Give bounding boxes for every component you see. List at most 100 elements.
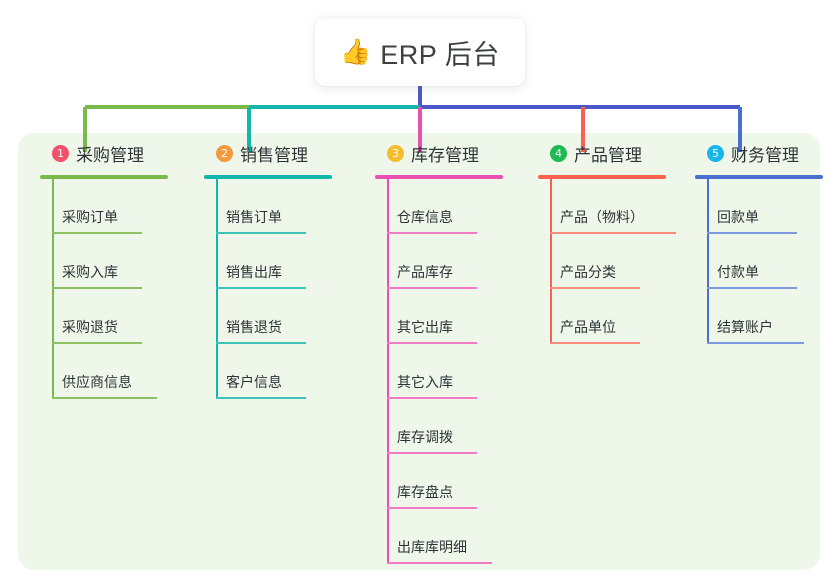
list-item[interactable]: 采购入库 xyxy=(52,234,180,289)
column-inventory: 3 库存管理 仓库信息 产品库存 其它出库 其它入库 库存调拨 xyxy=(365,133,525,564)
list-item-rule xyxy=(707,287,797,289)
list-item-label: 采购订单 xyxy=(62,209,118,225)
list-item-rule xyxy=(216,232,306,234)
list-item-label: 产品库存 xyxy=(397,264,453,280)
column-header[interactable]: 2 销售管理 xyxy=(194,133,344,173)
list-item[interactable]: 库存盘点 xyxy=(387,454,525,509)
list-item-rule xyxy=(387,232,477,234)
column-purchasing: 1 采购管理 采购订单 采购入库 采购退货 供应商信息 xyxy=(30,133,180,399)
column-spine xyxy=(387,179,389,564)
list-item-label: 出库库明细 xyxy=(397,539,467,555)
column-rule xyxy=(40,175,168,179)
list-item-label: 产品单位 xyxy=(560,319,616,335)
column-badge: 1 xyxy=(52,144,69,162)
column-items: 仓库信息 产品库存 其它出库 其它入库 库存调拨 库存盘点 xyxy=(365,179,525,564)
list-item-label: 库存调拨 xyxy=(397,429,453,445)
list-item[interactable]: 采购退货 xyxy=(52,289,180,344)
list-item[interactable]: 产品（物料） xyxy=(550,179,698,234)
list-item[interactable]: 销售退货 xyxy=(216,289,344,344)
list-item-label: 销售退货 xyxy=(226,319,282,335)
list-item[interactable]: 结算账户 xyxy=(707,289,835,344)
list-item-rule xyxy=(52,397,157,399)
column-title: 销售管理 xyxy=(240,145,308,165)
column-rule xyxy=(695,175,823,179)
column-finance: 5 财务管理 回款单 付款单 结算账户 xyxy=(685,133,835,344)
column-badge: 5 xyxy=(707,144,724,162)
thumbs-up-icon: 👍 xyxy=(340,37,372,66)
column-spine xyxy=(550,179,552,344)
list-item-rule xyxy=(387,397,477,399)
list-item-rule xyxy=(216,287,306,289)
list-item-rule xyxy=(707,232,797,234)
list-item[interactable]: 销售订单 xyxy=(216,179,344,234)
column-sales: 2 销售管理 销售订单 销售出库 销售退货 客户信息 xyxy=(194,133,344,399)
column-spine xyxy=(52,179,54,399)
list-item-label: 其它出库 xyxy=(397,319,453,335)
list-item-rule xyxy=(387,562,492,564)
list-item-rule xyxy=(707,342,804,344)
column-spine xyxy=(707,179,709,344)
root-node[interactable]: 👍 ERP 后台 xyxy=(315,18,525,86)
list-item-rule xyxy=(550,342,640,344)
column-header[interactable]: 4 产品管理 xyxy=(528,133,698,173)
list-item-rule xyxy=(387,342,477,344)
column-product: 4 产品管理 产品（物料） 产品分类 产品单位 xyxy=(528,133,698,344)
list-item-rule xyxy=(52,342,142,344)
list-item[interactable]: 供应商信息 xyxy=(52,344,180,399)
list-item-rule xyxy=(216,397,306,399)
list-item[interactable]: 采购订单 xyxy=(52,179,180,234)
list-item-rule xyxy=(216,342,306,344)
list-item-label: 销售订单 xyxy=(226,209,282,225)
list-item[interactable]: 回款单 xyxy=(707,179,835,234)
list-item-label: 供应商信息 xyxy=(62,374,132,390)
list-item-label: 仓库信息 xyxy=(397,209,453,225)
list-item[interactable]: 付款单 xyxy=(707,234,835,289)
list-item[interactable]: 产品单位 xyxy=(550,289,698,344)
list-item[interactable]: 产品库存 xyxy=(387,234,525,289)
list-item[interactable]: 库存调拨 xyxy=(387,399,525,454)
column-title: 库存管理 xyxy=(411,145,479,165)
diagram-panel xyxy=(18,133,820,570)
list-item-label: 采购入库 xyxy=(62,264,118,280)
column-badge: 2 xyxy=(216,144,233,162)
column-header[interactable]: 5 财务管理 xyxy=(685,133,835,173)
column-rule xyxy=(538,175,666,179)
list-item-rule xyxy=(387,287,477,289)
list-item[interactable]: 仓库信息 xyxy=(387,179,525,234)
list-item[interactable]: 其它出库 xyxy=(387,289,525,344)
column-rule xyxy=(375,175,503,179)
list-item-rule xyxy=(387,507,477,509)
list-item-label: 采购退货 xyxy=(62,319,118,335)
column-badge: 4 xyxy=(550,144,567,162)
list-item-label: 产品（物料） xyxy=(560,209,644,225)
list-item[interactable]: 出库库明细 xyxy=(387,509,525,564)
column-header[interactable]: 1 采购管理 xyxy=(30,133,180,173)
column-items: 采购订单 采购入库 采购退货 供应商信息 xyxy=(30,179,180,399)
root-title: ERP 后台 xyxy=(380,39,500,70)
list-item-rule xyxy=(387,452,477,454)
list-item-label: 客户信息 xyxy=(226,374,282,390)
list-item-label: 其它入库 xyxy=(397,374,453,390)
list-item-label: 回款单 xyxy=(717,209,759,225)
column-rule xyxy=(204,175,332,179)
column-header[interactable]: 3 库存管理 xyxy=(365,133,525,173)
list-item-label: 产品分类 xyxy=(560,264,616,280)
list-item-label: 付款单 xyxy=(717,264,759,280)
column-items: 产品（物料） 产品分类 产品单位 xyxy=(528,179,698,344)
column-title: 财务管理 xyxy=(731,145,799,165)
column-container: 1 采购管理 采购订单 采购入库 采购退货 供应商信息 xyxy=(18,133,823,570)
list-item-rule xyxy=(550,232,676,234)
list-item[interactable]: 其它入库 xyxy=(387,344,525,399)
column-badge: 3 xyxy=(387,144,404,162)
list-item[interactable]: 销售出库 xyxy=(216,234,344,289)
list-item[interactable]: 客户信息 xyxy=(216,344,344,399)
list-item-label: 销售出库 xyxy=(226,264,282,280)
column-items: 销售订单 销售出库 销售退货 客户信息 xyxy=(194,179,344,399)
list-item[interactable]: 产品分类 xyxy=(550,234,698,289)
column-title: 采购管理 xyxy=(76,145,144,165)
list-item-rule xyxy=(550,287,640,289)
list-item-rule xyxy=(52,232,142,234)
list-item-label: 库存盘点 xyxy=(397,484,453,500)
column-items: 回款单 付款单 结算账户 xyxy=(685,179,835,344)
column-title: 产品管理 xyxy=(574,145,642,165)
